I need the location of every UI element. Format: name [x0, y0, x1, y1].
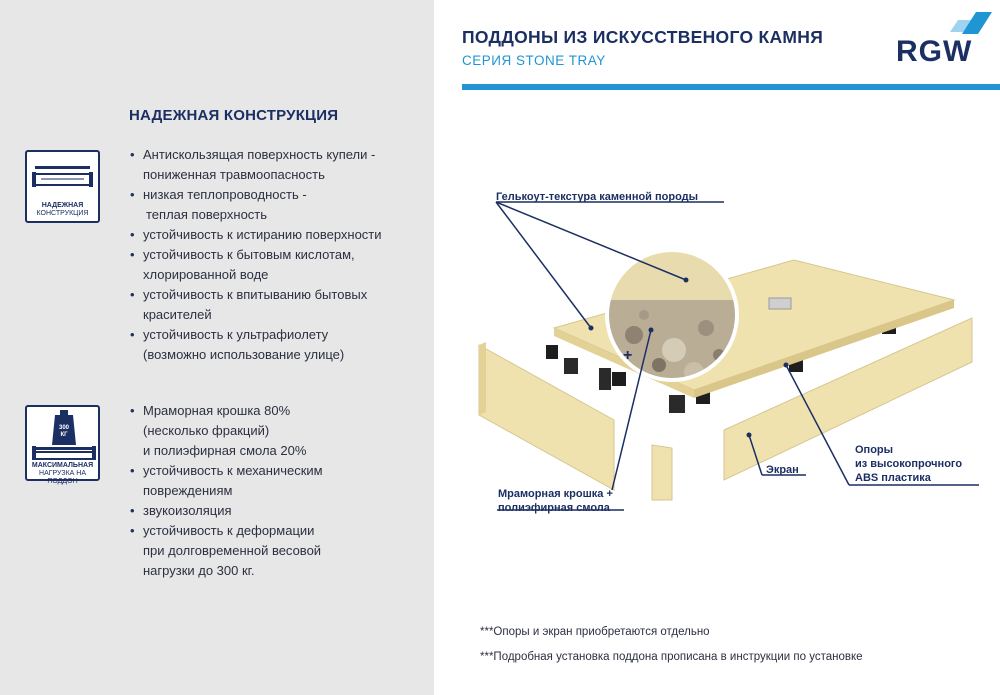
construction-badge-caption: НАДЕЖНАЯ КОНСТРУКЦИЯ — [27, 202, 98, 218]
gelcoat-label: Гелькоут-текстура каменной породы — [496, 191, 699, 203]
list-item-line: при долговременной весовой — [143, 543, 322, 558]
list-item-line: устойчивость к истиранию поверхности — [143, 227, 382, 242]
tray-construction-icon — [32, 166, 93, 187]
marble-label: Мраморная крошка + полиэфирная смола — [498, 487, 613, 515]
features-list-1: Антискользящая поверхность купели - пониж… — [130, 145, 382, 365]
list-item-line: устойчивость к механическим — [143, 463, 323, 478]
list-item-line: повреждениям — [143, 483, 233, 498]
weight-unit: КГ — [60, 432, 68, 438]
list-item-line: устойчивость к впитыванию бытовых — [143, 287, 368, 302]
tray-side-edge — [694, 300, 954, 398]
page-title: ПОДДОНЫ ИЗ ИСКУССТВЕНОГО КАМНЯ — [462, 27, 824, 47]
right-screen-panel — [723, 317, 973, 481]
title-underline-bar — [462, 84, 1000, 90]
footnote-supports: ***Опоры и экран приобретаются отдельно — [480, 626, 710, 638]
badge2-line1: МАКСИМАЛЬНАЯ — [31, 462, 94, 469]
list-item-line: красителей — [143, 307, 212, 322]
max-load-badge-caption: МАКСИМАЛЬНАЯ НАГРУЗКА НА ПОДДОН — [27, 462, 98, 486]
supports-label-line2: из высокопрочного — [855, 458, 963, 470]
leader-dots — [588, 277, 789, 438]
list-item-line: (возможно использование улице) — [143, 347, 345, 362]
list-item: устойчивость к деформации при долговремен… — [130, 521, 323, 581]
section-heading: НАДЕЖНАЯ КОНСТРУКЦИЯ — [129, 107, 339, 124]
badge2-line2: НАГРУЗКА НА ПОДДОН — [39, 470, 86, 485]
footnote-installation: ***Подробная установка поддона прописана… — [480, 651, 863, 663]
badge1-line1: НАДЕЖНАЯ — [41, 202, 84, 209]
rgw-logo: RGW — [896, 10, 996, 70]
list-item-line: устойчивость к деформации — [143, 523, 315, 538]
list-item: устойчивость к бытовым кислотам, хлориров… — [130, 245, 382, 285]
weight-load-icon — [32, 410, 96, 460]
corner-piece — [651, 444, 673, 501]
drain-icon — [768, 297, 792, 310]
list-item: устойчивость к механическим повреждениям — [130, 461, 323, 501]
construction-badge: НАДЕЖНАЯ КОНСТРУКЦИЯ — [25, 150, 100, 223]
list-item: Мраморная крошка 80%(несколько фракций) … — [130, 401, 323, 461]
list-item-line: устойчивость к ультрафиолету — [143, 327, 329, 342]
list-item-line: устойчивость к бытовым кислотам, — [143, 247, 355, 262]
plus-sign: + — [623, 347, 632, 364]
list-item-line: (несколько фракций) — [143, 423, 270, 438]
list-item: устойчивость к истиранию поверхности — [130, 225, 382, 245]
screen-label: Экран — [766, 464, 799, 476]
logo-text: RGW — [896, 35, 973, 68]
supports-label: Опоры из высокопрочного ABS пластика — [855, 443, 962, 485]
list-item-line: хлорированной воде — [143, 267, 269, 282]
list-item-line: нагрузки до 300 кг. — [143, 563, 255, 578]
list-item-line: и полиэфирная смола 20% — [143, 443, 307, 458]
list-item: устойчивость к ультрафиолету (возможно ис… — [130, 325, 382, 365]
list-item-line: звукоизоляция — [143, 503, 232, 518]
left-screen-panel — [478, 344, 615, 491]
page-subtitle: СЕРИЯ STONE TRAY — [462, 53, 606, 68]
list-item-line: Антискользящая поверхность купели - — [143, 147, 376, 162]
support-legs — [546, 322, 896, 413]
list-item-line: низкая теплопроводность - — [143, 187, 307, 202]
marble-label-line2: полиэфирная смола — [498, 502, 610, 514]
list-item-line: теплая поверхность — [146, 207, 268, 222]
list-item-line: пониженная травмоопасность — [143, 167, 325, 182]
list-item: устойчивость к впитыванию бытовых красите… — [130, 285, 382, 325]
supports-label-line1: Опоры — [855, 444, 894, 456]
shower-tray-diagram: + — [478, 201, 979, 511]
list-item: Антискользящая поверхность купели - пониж… — [130, 145, 382, 185]
list-item: низкая теплопроводность - теплая поверхн… — [130, 185, 382, 225]
list-item-line: Мраморная крошка 80% — [143, 403, 291, 418]
badge1-line2: КОНСТРУКЦИЯ — [36, 210, 89, 217]
list-item: звукоизоляция — [130, 501, 323, 521]
features-list-2: Мраморная крошка 80%(несколько фракций) … — [130, 401, 323, 581]
marble-label-line1: Мраморная крошка + — [498, 488, 613, 500]
max-load-badge: 300 КГ МАКСИМАЛЬНАЯ НАГРУЗКА НА ПОДДОН — [25, 405, 100, 485]
leader-lines — [495, 201, 979, 511]
weight-value: 300 — [58, 425, 69, 431]
weight-label: 300 КГ — [55, 425, 73, 439]
supports-label-line3: ABS пластика — [855, 472, 931, 484]
logo-stripes-icon — [950, 12, 992, 34]
